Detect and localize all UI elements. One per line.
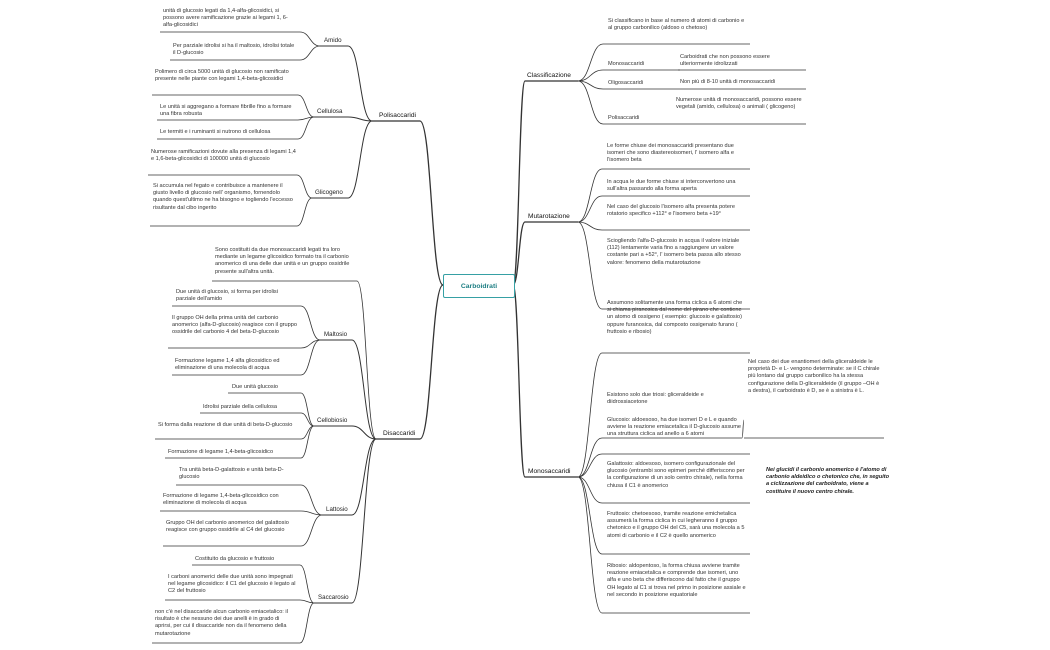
connector [577,352,603,478]
lattosio-item-3: Gruppo OH del carbonio anomerico del gal… [166,520,289,534]
glicogeno-item-1: Numerose ramificazioni dovute alla prese… [151,149,296,163]
connector [297,116,315,140]
mutarotazione-item-2: In acqua le due forme chiuse si intercon… [607,179,736,193]
cellulosa-item-1: Polimero di circa 5000 unità di glucosio… [155,69,289,83]
link-glicogeno [347,120,373,199]
connector [299,602,315,644]
monosaccaridi-item-5: Fruttosio: chetoesoso, tramite reazione … [607,511,745,539]
classificazione-intro: Si classificano in base al numero di ato… [608,18,745,32]
connector [577,437,603,478]
connector [300,425,315,459]
mutarotazione-item-3: Nel caso del glucosio l'isomero alfa pre… [607,204,735,218]
sub-amido[interactable]: Amido [324,37,342,44]
sub-lattosio[interactable]: Lattosio [326,506,348,513]
disaccaridi-intro: Sono costituiti da due monosaccaridi leg… [215,247,350,275]
sub-cellulosa[interactable]: Cellulosa [317,108,343,115]
lattosio-item-1: Tra unità beta-D-galattosio e unità beta… [179,467,284,481]
connector [577,476,603,555]
anomerico-note: Nei glucidi il carbonio anomerico è l'at… [766,467,890,495]
connector [299,599,315,604]
monosaccaridi-item-1: Assumono solitamente una forma ciclica a… [607,300,743,335]
amido-item-2: Per parziale idrolisi si ha il maltosio,… [173,43,295,57]
branch-polisaccaridi[interactable]: Polisaccaridi [379,112,417,119]
connector [577,221,603,231]
connector [577,80,604,125]
branch-mutarotazione[interactable]: Mutarotazione [528,213,570,220]
cellulosa-item-2: Le unità si aggregano a formare fibrille… [160,104,292,118]
link-cellulosa [347,116,373,122]
link-center-monosaccaridi [512,284,526,478]
branch-disaccaridi[interactable]: Disaccaridi [383,430,416,437]
maltosio-item-3: Formazione legame 1,4 alfa glicosidico e… [175,358,280,372]
connector [577,221,603,310]
sub-glicogeno[interactable]: Glicogeno [315,189,343,196]
monosaccaridi-item-4: Galattosio: aldoesoso, isomero configura… [607,461,745,489]
branch-monosaccaridi[interactable]: Monosaccaridi [528,468,571,475]
cellobiosio-item-4: Formazione di legame 1,4-beta-glicosidic… [168,449,274,455]
class-row-monosaccaridi[interactable]: Monosaccaridi [608,61,645,67]
maltosio-item-1: Due unità di glucosio, si forma per idro… [176,289,278,303]
glicogeno-item-2: Si accumula nel fegato e contribuisce a … [153,183,293,211]
link-cellobiosio [351,425,377,440]
saccarosio-item-3: non c'è nel disaccaride alcun carbonio e… [155,609,288,637]
link-amido [347,45,373,122]
class-row-monosaccaridi-desc: Carboidrati che non possono essere ulter… [680,54,770,68]
connector [577,80,604,90]
link-center-disaccaridi [419,284,444,440]
class-row-polisaccaridi-desc: Numerose unità di monosaccaridi, possono… [676,97,802,111]
sub-cellobiosio[interactable]: Cellobiosio [317,417,348,424]
sub-saccarosio[interactable]: Saccarosio [318,594,349,601]
connector [577,476,603,614]
monosaccaridi-item-3: Glucosio: aldoesoso, ha due isomeri D e … [607,417,742,438]
connector [577,168,603,223]
connector [300,514,323,547]
class-row-oligosaccaridi[interactable]: Oligosaccaridi [608,80,644,86]
cellulosa-item-3: Le termiti e i ruminanti si nutrono di c… [160,129,271,135]
connector [577,43,604,82]
connector [577,69,604,82]
connector [741,419,745,439]
connector [577,195,603,223]
connector [300,392,315,427]
central-topic[interactable]: Carboidrati [443,274,515,298]
monosaccaridi-item-2: Esistono solo due triosi: gliceraldeide … [607,392,704,406]
cellobiosio-item-1: Due unità glucosio [232,384,279,390]
mutarotazione-item-1: Le forme chiuse dei monosaccaridi presen… [607,143,734,164]
cellobiosio-item-2: Idrolisi parziale della cellulosa [203,404,277,410]
connector [300,305,321,341]
class-row-polisaccaridi[interactable]: Polisaccaridi [608,115,640,121]
connector [300,484,323,516]
connector [300,412,315,427]
connector [296,197,313,227]
lattosio-item-2: Formazione di legame 1,4-beta-glicosidic… [163,493,279,507]
branch-classificazione[interactable]: Classificazione [527,72,571,79]
link-lattosio [351,438,377,516]
connector [356,280,377,440]
saccarosio-item-2: I carboni anomerici delle due unità sono… [168,574,296,595]
class-row-oligosaccaridi-desc: Non più di 8-10 unità di monosaccaridi [680,79,776,85]
connector [297,94,315,118]
link-center-polisaccaridi [419,120,444,286]
connector [577,453,603,478]
connector [299,564,315,604]
mutarotazione-item-4: Sciogliendo l'alfa-D-glucosio in acqua i… [607,238,741,266]
connector [577,476,603,504]
amido-item-1: unità di glucosio legati da 1,4-alfa-gli… [163,8,288,29]
link-maltosio [351,339,377,440]
connector [299,31,321,47]
sub-maltosio[interactable]: Maltosio [324,331,348,338]
maltosio-item-2: Il gruppo OH della prima unità del carbo… [172,315,297,336]
monosaccaridi-item-6: Ribosio: aldopentoso, la forma chiusa av… [607,563,746,598]
link-saccarosio [351,438,377,604]
connector [300,510,323,516]
triosi-note: Nel caso dei due enantiomeri della glice… [748,359,880,394]
connector [300,339,321,376]
cellobiosio-item-3: Si forma dalla reazione di due unità di … [158,422,293,428]
connector [296,174,313,199]
connector [299,45,321,61]
saccarosio-item-1: Costituito da glucosio e fruttosio [195,556,275,562]
